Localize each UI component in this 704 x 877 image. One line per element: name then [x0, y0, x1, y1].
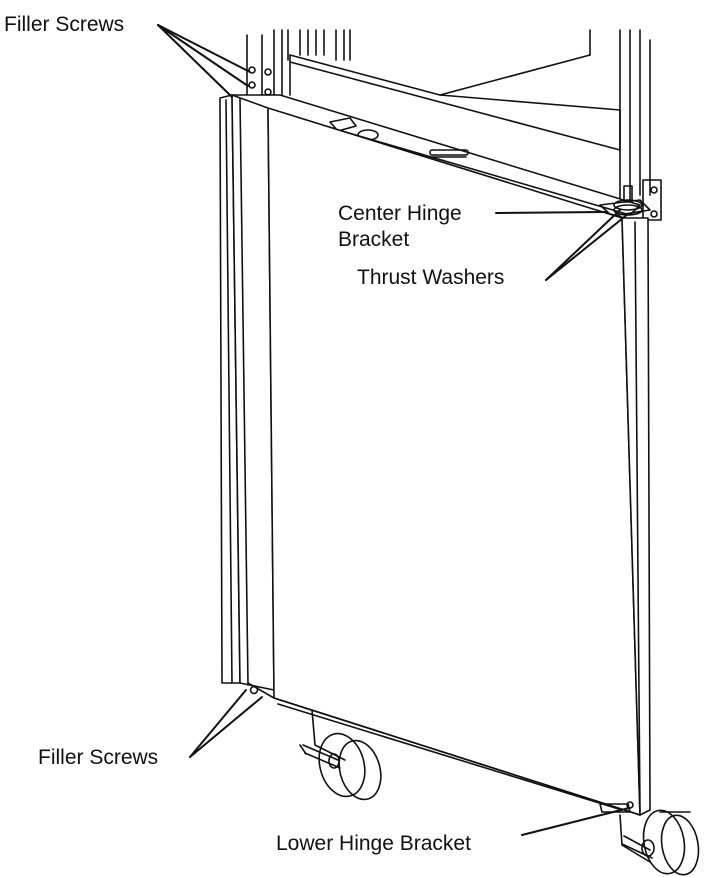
right-caster [619, 809, 700, 876]
left-caster [299, 709, 382, 801]
cabinet-frame [229, 29, 662, 221]
door-panel [219, 94, 651, 816]
center-hinge-bracket-label-line1: Center Hinge [338, 202, 462, 225]
filler-screws-top-label: Filler Screws [4, 13, 125, 36]
center-hinge-bracket-label-line2: Bracket [338, 228, 410, 251]
lower-hinge-bracket-label: Lower Hinge Bracket [276, 832, 471, 855]
thrust-washers-label: Thrust Washers [357, 266, 505, 289]
filler-screws-bottom-label: Filler Screws [38, 746, 159, 769]
leader-lines [157, 24, 630, 836]
